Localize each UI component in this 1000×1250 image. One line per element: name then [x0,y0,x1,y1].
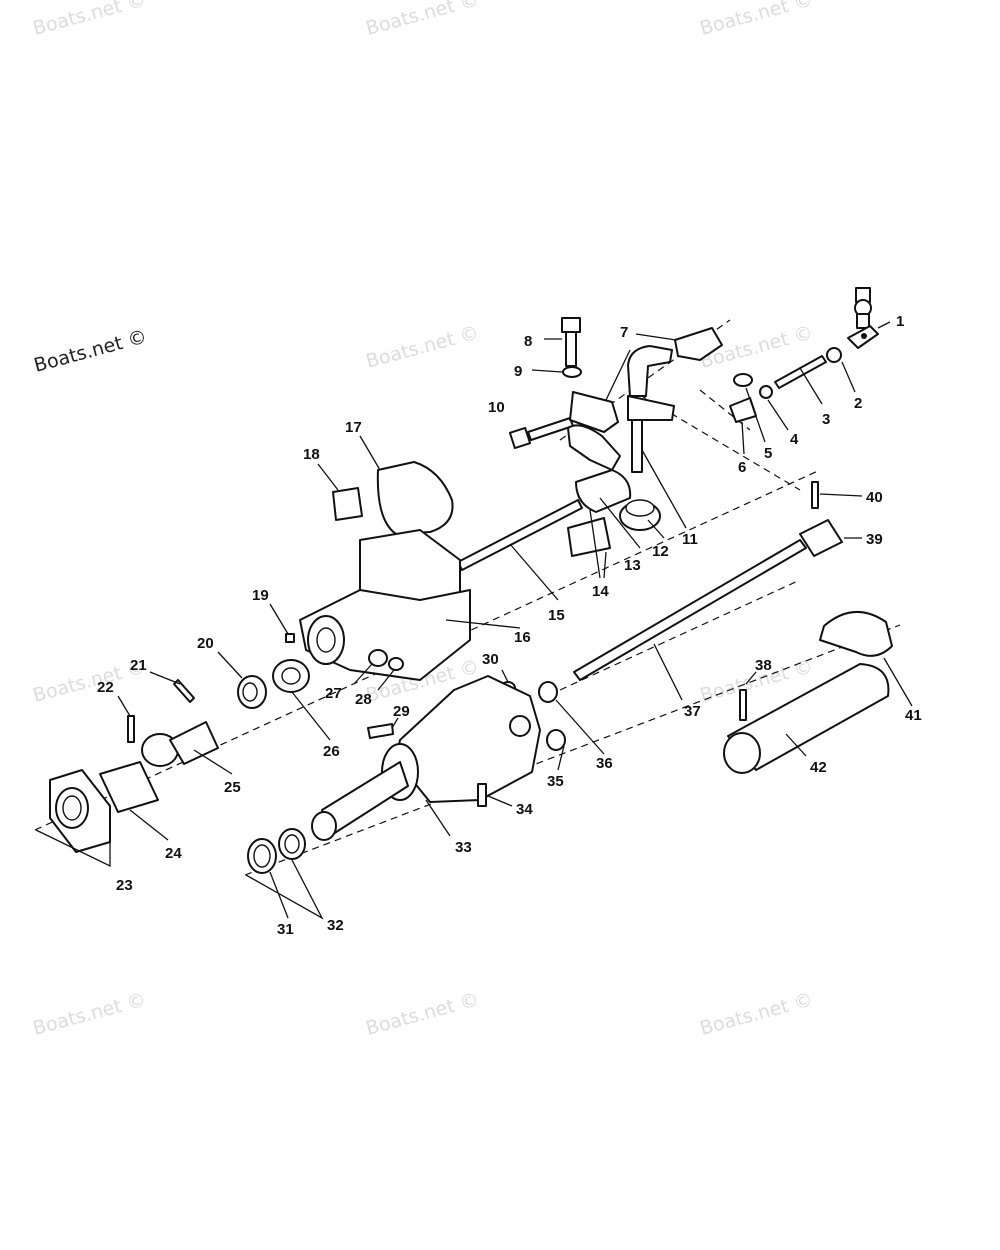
watermark: Boats.net © [364,322,482,373]
part-label-15: 15 [548,607,565,624]
part-pin [739,689,747,721]
part-label-29: 29 [393,703,410,720]
part-labels: 1 2 3 4 5 6 7 8 9 10 11 12 13 14 15 16 1… [97,313,922,938]
part-pin [811,481,819,509]
leader-lines [35,321,913,920]
part-shift-lever [627,345,675,473]
part-grommet [538,681,558,703]
part-label-26: 26 [323,743,340,760]
part-label-24: 24 [165,845,182,862]
part-tiller-housing [311,675,541,841]
part-label-17: 17 [345,419,362,436]
watermark: Boats.net © [364,0,482,40]
part-shift-rod [457,499,583,571]
part-label-20: 20 [197,635,214,652]
part-label-10: 10 [488,399,505,416]
part-label-37: 37 [684,703,701,720]
part-label-27: 27 [325,685,342,702]
part-collar [141,721,219,767]
part-screw [367,723,394,739]
part-label-9: 9 [514,363,522,380]
part-screw [733,373,753,387]
part-bracket [674,327,723,361]
part-screw [477,783,487,807]
part-label-31: 31 [277,921,294,938]
part-coupler [99,761,159,813]
part-ball-stud [847,287,879,349]
part-pin [127,715,135,743]
part-nut [368,649,388,667]
part-label-7: 7 [620,324,628,341]
part-label-21: 21 [130,657,147,674]
part-small-pin [285,633,295,643]
part-label-5: 5 [764,445,772,462]
part-collar [799,519,843,557]
part-label-13: 13 [624,557,641,574]
part-bushing [237,675,267,709]
part-washer [272,659,310,693]
part-bolt [508,417,574,450]
watermark: Boats.net © [31,989,149,1040]
part-throttle-shaft [573,539,807,681]
part-label-4: 4 [790,431,799,448]
part-label-3: 3 [822,411,830,428]
part-seal [278,828,306,860]
part-clip [332,487,363,521]
part-clamp [569,391,619,433]
watermark: Boats.net © [698,0,816,40]
part-handle-end [49,769,111,853]
part-label-38: 38 [755,657,772,674]
watermark: Boats.net © [31,0,149,40]
part-label-22: 22 [97,679,114,696]
part-label-33: 33 [455,839,472,856]
part-label-34: 34 [516,801,533,818]
part-label-6: 6 [738,459,746,476]
part-label-39: 39 [866,531,883,548]
part-washer [759,385,773,399]
watermark: Boats.net © [32,326,150,377]
part-label-40: 40 [866,489,883,506]
part-label-36: 36 [596,755,613,772]
part-label-28: 28 [355,691,372,708]
part-label-25: 25 [224,779,241,796]
part-label-12: 12 [652,543,669,560]
part-threaded-rod [774,355,827,389]
part-label-11: 11 [682,531,698,548]
part-gear [619,499,661,531]
part-clamp [567,424,621,471]
part-label-35: 35 [547,773,564,790]
part-washer [562,366,582,378]
part-swivel-bracket [299,461,471,681]
part-seal [247,838,277,874]
part-label-42: 42 [810,759,827,776]
part-label-2: 2 [854,395,862,412]
part-label-14: 14 [592,583,609,600]
part-label-1: 1 [896,313,904,330]
part-handle-grip [723,663,890,774]
part-grip-sleeve [819,610,893,657]
part-label-8: 8 [524,333,532,350]
part-swivel [729,397,757,423]
part-label-18: 18 [303,446,320,463]
part-bolt [561,317,581,367]
part-shift-housing [567,469,632,557]
part-label-16: 16 [514,629,531,646]
part-label-41: 41 [905,707,922,724]
part-label-32: 32 [327,917,344,934]
part-nut [826,347,842,363]
watermark: Boats.net © [364,989,482,1040]
part-label-19: 19 [252,587,269,604]
part-label-30: 30 [482,651,499,668]
watermark: Boats.net © [698,989,816,1040]
part-bolt [546,729,566,751]
part-nut [388,657,404,671]
part-label-23: 23 [116,877,133,894]
